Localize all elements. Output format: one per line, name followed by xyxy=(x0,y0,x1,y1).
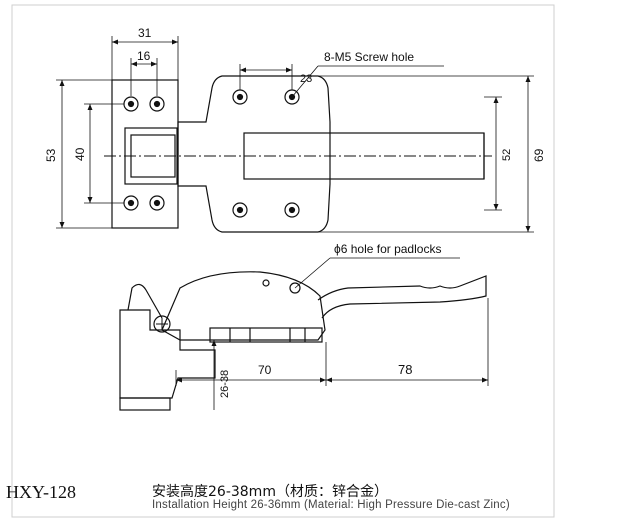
screw-hole xyxy=(149,96,165,112)
dim-52-label: 52 xyxy=(501,149,513,161)
screw-hole-core xyxy=(127,199,135,207)
base-foot xyxy=(119,397,171,411)
screw-leader xyxy=(291,65,319,98)
dim-40-label: 40 xyxy=(73,147,87,161)
base-block xyxy=(119,309,216,399)
dim-69-label: 69 xyxy=(532,148,546,162)
caption-english: Installation Height 26-36mm (Material: H… xyxy=(152,499,510,511)
latch-plate xyxy=(209,327,323,343)
padlock-label: ϕ6 hole for padlocks xyxy=(334,242,441,256)
base-plate xyxy=(111,79,179,229)
screw-hole-label: 8-M5 Screw hole xyxy=(324,50,414,64)
side-handle xyxy=(317,275,487,319)
screw-hole xyxy=(149,195,165,211)
screw-hole-core xyxy=(153,100,161,108)
dim-31-label: 31 xyxy=(138,26,152,40)
padlock-leader xyxy=(294,257,331,289)
caption-chinese: 安装高度26-38mm（材质：锌合金） xyxy=(152,484,388,500)
screw-holes xyxy=(123,89,300,218)
dim-70-label: 70 xyxy=(258,363,272,377)
body-plate xyxy=(177,75,331,233)
screw-hole-core xyxy=(288,206,296,214)
screw-hole xyxy=(284,202,300,218)
top-dimensions xyxy=(56,36,534,233)
dim-26-38-label: 26-38 xyxy=(219,370,231,398)
screw-hole xyxy=(232,202,248,218)
model-number: HXY-128 xyxy=(6,482,76,502)
screw-hole-core xyxy=(236,206,244,214)
side-arrows xyxy=(176,340,488,383)
padlock-hole xyxy=(289,282,301,294)
latch-body xyxy=(161,271,326,341)
hook-arm xyxy=(127,283,163,319)
side-view xyxy=(119,271,487,411)
top-arrows xyxy=(59,39,531,232)
dim-23-label: 23 xyxy=(300,73,312,85)
small-hole xyxy=(262,279,270,287)
outer-frame xyxy=(11,4,555,518)
dim-78-label: 78 xyxy=(398,362,412,377)
dim-53-label: 53 xyxy=(44,148,58,162)
side-dimensions xyxy=(175,257,489,410)
pivot-pin xyxy=(153,315,171,333)
screw-hole-core xyxy=(153,199,161,207)
dim-16-label: 16 xyxy=(137,49,151,63)
screw-hole-core xyxy=(127,100,135,108)
screw-hole-core xyxy=(236,93,244,101)
